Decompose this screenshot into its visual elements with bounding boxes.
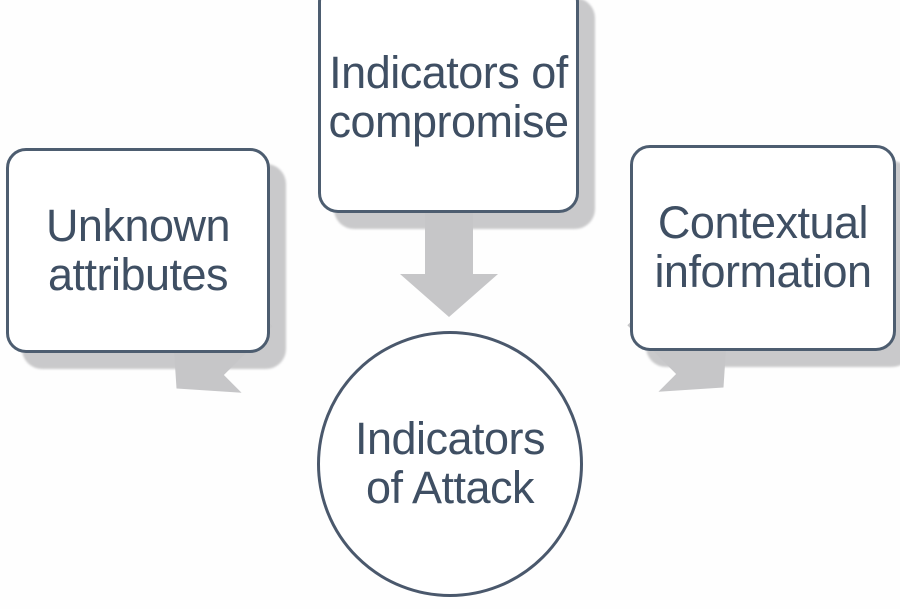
node-label-contextual-information: Contextual information — [654, 197, 872, 297]
node-unknown-attributes[interactable]: Unknown attributes — [6, 148, 270, 353]
node-label-unknown-attributes: Unknown attributes — [45, 199, 231, 300]
node-label-indicators-of-attack: Indicators of Attack — [354, 413, 546, 513]
node-indicators-of-compromise[interactable]: Indicators of compromise — [318, 0, 579, 213]
node-contextual-information[interactable]: Contextual information — [630, 145, 896, 351]
arrow-top-to-center — [400, 205, 498, 317]
node-indicators-of-attack[interactable]: Indicators of Attack — [317, 331, 583, 597]
node-label-indicators-of-compromise: Indicators of compromise — [328, 46, 569, 147]
